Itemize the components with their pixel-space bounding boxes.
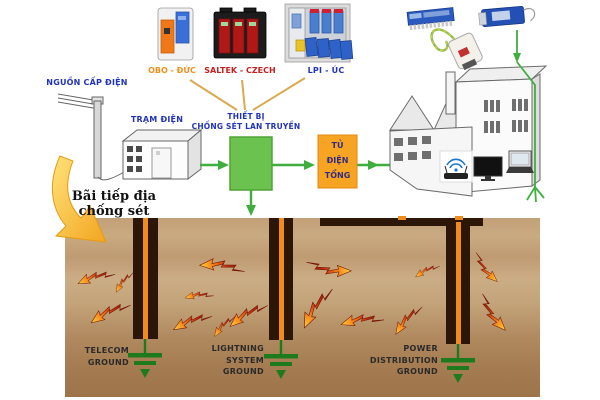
power-line: [57, 101, 100, 110]
label-obo: OBO - ĐỨC: [148, 66, 196, 75]
lightning-ground-rod: [262, 218, 300, 381]
label-spd-line2: CHỐNG SÉT LAN TRUYỀN: [191, 121, 301, 131]
label-power-supply: NGUỒN CẤP ĐIỆN: [46, 78, 128, 87]
yellow-arrow-icon: [51, 155, 107, 243]
utility-pole-icon: [57, 93, 125, 181]
label-lightning-ground: LIGHTNING SYSTEM GROUND: [211, 344, 264, 376]
device-data-spd-strip: [406, 7, 455, 31]
grounding-note: Bãi tiếp địa chống sét: [71, 189, 157, 219]
label-saltek: SALTEK - CZECH: [204, 66, 276, 75]
device-data-spd-tester: [430, 28, 483, 71]
label-substation: TRẠM ĐIỆN: [130, 115, 184, 124]
product-obo-image: [157, 7, 194, 61]
spd-box: [229, 136, 273, 191]
telecom-ground-rod: [126, 218, 164, 380]
label-spd-line1: THIẾT BỊ: [227, 112, 265, 121]
factory-windows: [394, 99, 528, 161]
label-power-ground: POWER DISTRIBUTION GROUND: [369, 344, 438, 376]
factory-icon: [389, 65, 548, 197]
laptop-icon: [506, 150, 534, 173]
label-telecom-ground: TELECOM GROUND: [84, 346, 129, 367]
product-lpi-image: [284, 3, 354, 63]
label-lpi: LPI - ÚC: [307, 66, 345, 75]
monitor-icon: [473, 156, 503, 181]
wifi-router-icon: [439, 150, 473, 183]
substation-icon: [121, 128, 203, 181]
label-connector-lines: [189, 77, 306, 111]
main-cabinet-box: [317, 134, 358, 189]
device-data-spd-box: [478, 5, 536, 28]
label-spd: THIẾT BỊ CHỐNG SÉT LAN TRUYỀN: [192, 112, 301, 131]
lightning-rod-icon: [513, 30, 545, 203]
label-main-cabinet: TỦ ĐIỆN TỔNG: [324, 141, 351, 180]
power-ground-rod: [320, 216, 483, 385]
product-saltek-image: [213, 7, 267, 59]
